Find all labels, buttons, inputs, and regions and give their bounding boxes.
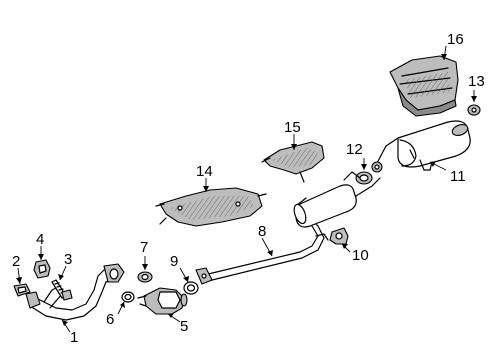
callout-7: 7 bbox=[140, 239, 148, 256]
part-1-front-pipe bbox=[25, 263, 125, 321]
callout-10: 10 bbox=[352, 247, 369, 264]
part-2-gasket bbox=[13, 283, 31, 297]
callout-2: 2 bbox=[12, 253, 20, 270]
part-3-stud-bolt bbox=[51, 279, 73, 301]
part-11-rear-muffler bbox=[371, 120, 471, 173]
part-8-center-pipe-resonator bbox=[195, 171, 381, 285]
part-9-gasket bbox=[183, 281, 199, 295]
callout-13: 13 bbox=[468, 73, 485, 90]
callout-6: 6 bbox=[106, 311, 114, 328]
part-16-rear-heat-shield bbox=[389, 55, 459, 117]
callout-8: 8 bbox=[258, 223, 266, 240]
callout-3: 3 bbox=[64, 251, 72, 268]
callout-16: 16 bbox=[447, 31, 464, 48]
part-4-gasket bbox=[33, 259, 51, 279]
part-7-gasket bbox=[137, 271, 153, 283]
callout-5: 5 bbox=[180, 318, 188, 335]
part-10-hanger-rubber bbox=[329, 227, 349, 245]
callout-9: 9 bbox=[170, 253, 178, 270]
part-13-rubber-hanger bbox=[467, 104, 481, 116]
callout-11: 11 bbox=[450, 168, 466, 185]
callout-4: 4 bbox=[36, 231, 44, 248]
callout-1: 1 bbox=[70, 329, 78, 346]
callout-labels: 16 13 11 12 15 14 8 10 9 7 6 5 4 3 2 1 bbox=[12, 31, 485, 346]
leader-arrowheads bbox=[16, 54, 477, 326]
part-14-front-heat-shield bbox=[155, 187, 267, 227]
callout-15: 15 bbox=[284, 119, 301, 136]
part-6-gasket bbox=[121, 291, 135, 303]
part-12-gasket bbox=[355, 171, 373, 185]
callout-12: 12 bbox=[346, 141, 363, 158]
part-5-catalytic-converter bbox=[137, 287, 188, 315]
callout-14: 14 bbox=[196, 163, 213, 180]
